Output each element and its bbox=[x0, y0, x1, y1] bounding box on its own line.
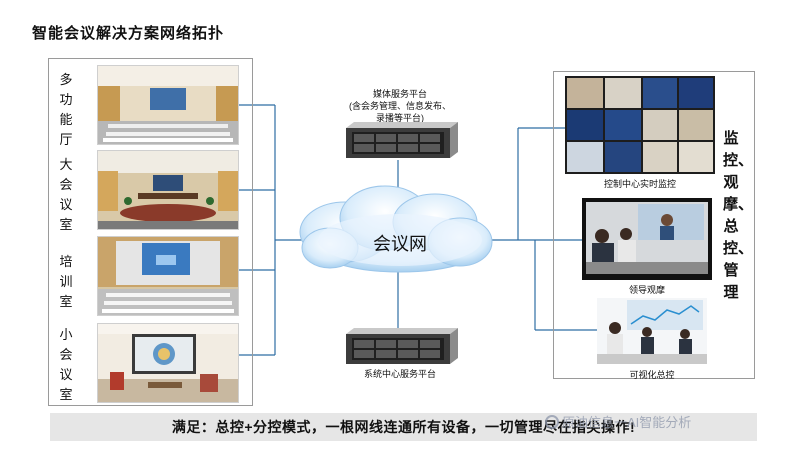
room-label-text: 小会议室 bbox=[59, 327, 73, 402]
media-server-icon bbox=[346, 122, 458, 158]
photo-multifunction-hall bbox=[97, 65, 239, 145]
control-center-panel bbox=[553, 71, 755, 379]
observe-caption: 领导观摩 bbox=[628, 285, 665, 295]
diagram-title: 智能会议解决方案网络拓扑 bbox=[32, 25, 225, 42]
media-server-label: 媒体服务平台 (含会务管理、信息发布、 录播等平台) bbox=[320, 88, 480, 124]
cloud-label: 会议网 bbox=[373, 234, 427, 254]
room-label-training: 培训室 bbox=[56, 252, 76, 312]
photo-training-room bbox=[97, 236, 239, 316]
watermark: 原油信息一AI智能分析 bbox=[545, 412, 795, 431]
watermark-text: 原油信息一AI智能分析 bbox=[562, 415, 692, 430]
room-label-small: 小会议室 bbox=[56, 325, 76, 405]
watermark-logo-icon bbox=[545, 415, 559, 429]
system-server-label: 系统中心服务平台 bbox=[363, 369, 436, 379]
monitor-caption: 控制中心实时监控 bbox=[603, 179, 676, 189]
meeting-rooms-panel bbox=[48, 58, 253, 406]
system-server-icon bbox=[346, 328, 458, 364]
media-server-line1: 媒体服务平台 bbox=[372, 89, 427, 99]
photo-large-meeting-room bbox=[97, 150, 239, 230]
room-label-text: 培训室 bbox=[59, 254, 73, 309]
footer-banner: 满足：总控+分控模式，一根网线连通所有设备，一切管理尽在指尖操作! bbox=[50, 413, 757, 441]
visual-control-image bbox=[597, 298, 707, 364]
photo-small-meeting-room bbox=[97, 323, 239, 403]
observe-screen-image bbox=[582, 198, 712, 280]
room-label-large: 大会议室 bbox=[56, 155, 76, 235]
side-vertical-label: 监控、观摩、总控、管理 bbox=[720, 128, 754, 304]
media-server-line2: (含会务管理、信息发布、 bbox=[349, 101, 451, 111]
room-label-text: 大会议室 bbox=[59, 157, 73, 232]
monitor-wall-image bbox=[565, 76, 715, 174]
media-server-line3: 录播等平台) bbox=[376, 113, 424, 123]
side-label-text: 监控、观摩、总控、管理 bbox=[723, 130, 754, 301]
room-label-text: 多功能厅 bbox=[59, 72, 73, 147]
room-label-multifunction: 多功能厅 bbox=[56, 70, 76, 150]
visual-caption: 可视化总控 bbox=[629, 370, 675, 380]
